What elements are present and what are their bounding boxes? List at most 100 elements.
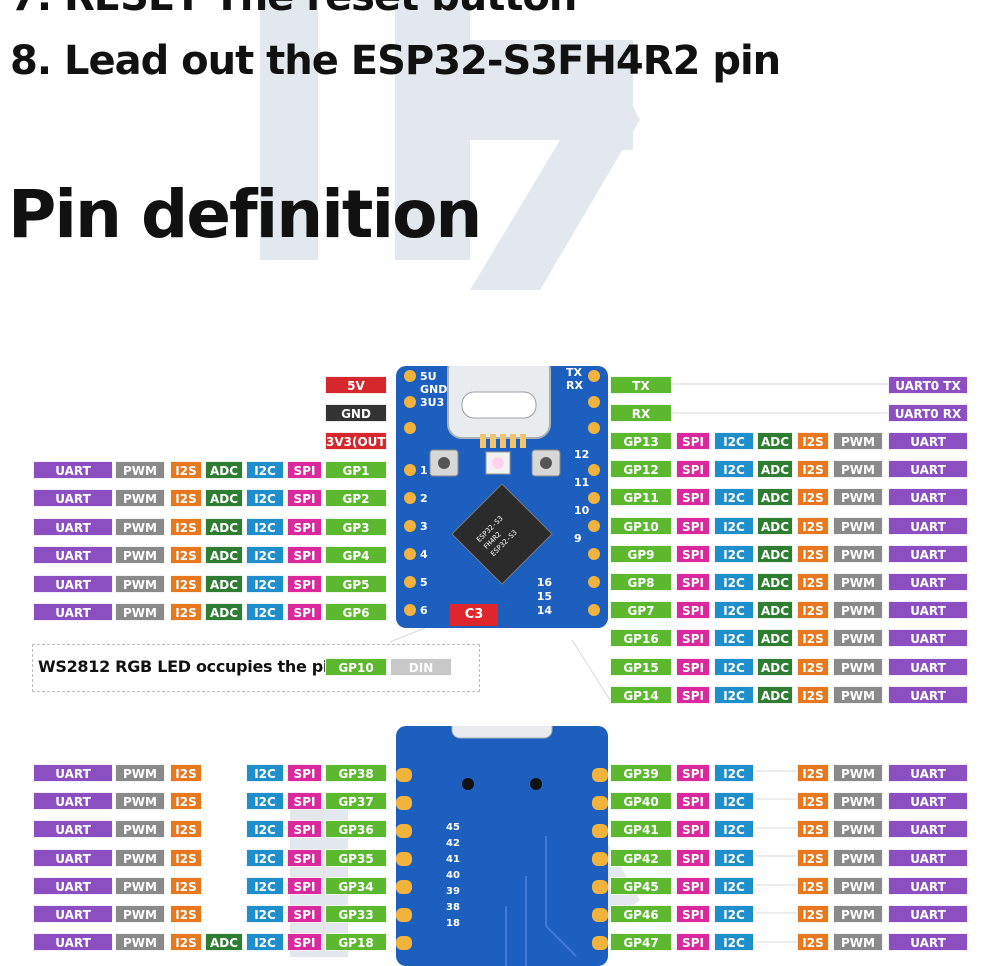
pin-func-i2c: I2C [714, 601, 754, 620]
pin-func-i2c: I2C [714, 544, 754, 563]
ws2812-note-text: WS2812 RGB LED occupies the pin [38, 657, 340, 676]
pin-func-i2s: I2S [797, 544, 829, 563]
pin-gp47: GP47 [610, 933, 672, 952]
pin-func-i2s: I2S [170, 792, 202, 811]
silk-top-right: RX [566, 379, 583, 392]
pin-func-spi: SPI [676, 905, 710, 923]
pin-func-uart: UART [33, 603, 113, 621]
pin-func-i2c: I2C [714, 792, 754, 811]
pin-func-spi: SPI [287, 848, 322, 867]
pin-func-spi: SPI [287, 905, 322, 923]
pin-gp37: GP37 [325, 792, 387, 811]
silk-top-right: 11 [574, 476, 589, 489]
pin-func-spi: SPI [676, 764, 710, 782]
pin-func-i2s: I2S [797, 432, 829, 450]
pin-func-uart: UART [888, 905, 968, 923]
pin-func-i2c: I2C [714, 432, 754, 450]
pin-func-pwm: PWM [115, 489, 165, 508]
silk-bottom-num: 42 [446, 838, 460, 849]
pin-func-adc: ADC [205, 461, 243, 479]
pin-func-i2c: I2C [714, 685, 754, 704]
silk-bottom-num: 41 [446, 854, 460, 865]
pin-func-uart0: UART0 RX [888, 404, 968, 423]
pin-func-pwm: PWM [115, 933, 165, 952]
silk-top-left-num: 4 [420, 548, 428, 561]
silk-bottom-num: 38 [446, 902, 460, 913]
pin-func-pwm: PWM [833, 488, 883, 507]
pin-func-i2c: I2C [714, 488, 754, 507]
pin-gp6: GP6 [325, 603, 387, 621]
pin-func-pwm: PWM [115, 820, 165, 839]
item8-heading: 8. Lead out the ESP32-S3FH4R2 pin [10, 38, 781, 84]
pin-func-spi: SPI [287, 603, 322, 621]
pin-func-i2c: I2C [246, 489, 284, 508]
pin-func-spi: SPI [287, 546, 322, 565]
pin-func-i2s: I2S [170, 603, 202, 621]
pin-func-i2s: I2S [797, 516, 829, 535]
pin-func-adc: ADC [205, 574, 243, 593]
pin-func-i2s: I2S [170, 820, 202, 839]
silk-top-right: 12 [574, 448, 589, 461]
pin-func-i2c: I2C [246, 905, 284, 923]
pin-func-i2s: I2S [797, 905, 829, 923]
pin-gp39: GP39 [610, 764, 672, 782]
pin-func-spi: SPI [676, 792, 710, 811]
pin-func-i2s: I2S [170, 933, 202, 952]
pin-gp42: GP42 [610, 848, 672, 867]
pin-func-i2c: I2C [714, 820, 754, 839]
pin-func-spi: SPI [287, 489, 322, 508]
pin-func-spi: SPI [676, 933, 710, 952]
pin-func-pwm: PWM [115, 905, 165, 923]
pin-func-i2s: I2S [797, 820, 829, 839]
pin-gp12: GP12 [610, 460, 672, 479]
pin-gp13: GP13 [610, 432, 672, 450]
pin-func-adc: ADC [205, 517, 243, 536]
pin-func-uart: UART [33, 848, 113, 867]
silk-top-right-num: 14 [537, 604, 553, 617]
pin-func-pwm: PWM [833, 685, 883, 704]
pin-func-uart: UART [888, 432, 968, 450]
pin-func-pwm: PWM [833, 657, 883, 676]
pin-func-adc: ADC [757, 629, 793, 648]
pin-func-i2c: I2C [246, 764, 284, 782]
pin-func-adc: ADC [205, 489, 243, 508]
pin-func-adc: ADC [757, 657, 793, 676]
pin-func-spi: SPI [676, 601, 710, 620]
silk-top-left-num: 3 [420, 520, 428, 533]
silk-bottom-num: 18 [446, 918, 460, 929]
pin-gp10: GP10 [610, 516, 672, 535]
pin-func-spi: SPI [287, 574, 322, 593]
pin-func-i2s: I2S [170, 905, 202, 923]
pin-func-uart: UART [33, 905, 113, 923]
page-title: Pin definition [8, 176, 482, 253]
pin-func-adc: ADC [757, 544, 793, 563]
pin-func-pwm: PWM [833, 933, 883, 952]
pin-func-spi: SPI [676, 685, 710, 704]
pin-func-spi: SPI [676, 544, 710, 563]
silk-top-left-num: 5 [420, 576, 428, 589]
pin-func-i2s: I2S [797, 460, 829, 479]
pin-func-uart: UART [33, 546, 113, 565]
pin-func-uart: UART [33, 792, 113, 811]
pin-func-spi: SPI [287, 461, 322, 479]
pin-func-spi: SPI [676, 657, 710, 676]
power-pin-3v3-out-: 3V3(OUT) [325, 432, 387, 450]
pin-gp36: GP36 [325, 820, 387, 839]
pin-func-uart: UART [33, 933, 113, 952]
pin-func-pwm: PWM [115, 517, 165, 536]
pin-func-adc: ADC [757, 601, 793, 620]
pin-func-adc: ADC [757, 685, 793, 704]
pin-func-uart: UART [888, 820, 968, 839]
pin-func-uart: UART [888, 516, 968, 535]
pin-func-spi: SPI [676, 820, 710, 839]
pin-func-adc: ADC [205, 933, 243, 952]
pin-func-i2c: I2C [246, 876, 284, 895]
pin-gp33: GP33 [325, 905, 387, 923]
pin-func-adc: ADC [757, 432, 793, 450]
pin-func-pwm: PWM [833, 601, 883, 620]
pin-func-adc: ADC [757, 516, 793, 535]
pin-func-spi: SPI [676, 460, 710, 479]
pin-func-i2s: I2S [797, 657, 829, 676]
pin-func-uart: UART [888, 792, 968, 811]
